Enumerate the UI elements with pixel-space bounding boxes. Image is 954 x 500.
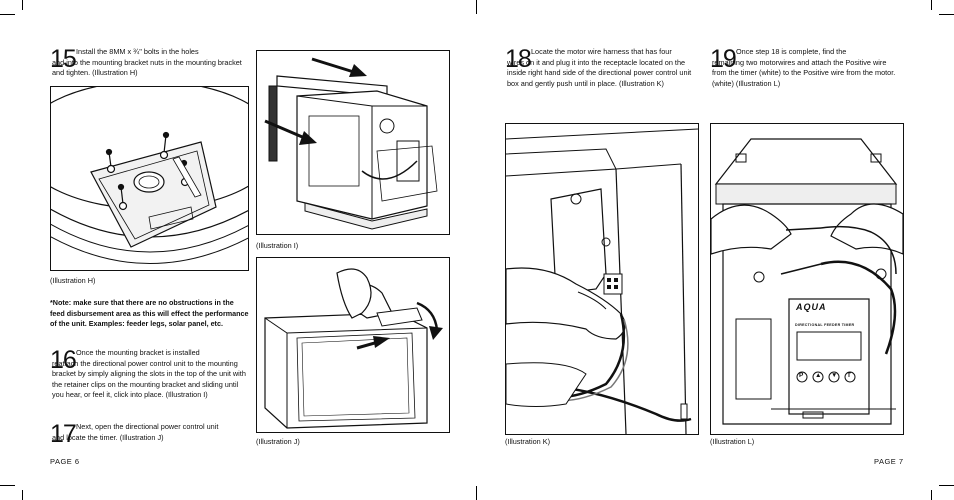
- illustration-h-caption: (Illustration H): [50, 276, 96, 285]
- illustration-k-caption: (Illustration K): [505, 437, 551, 446]
- step-body: remaining two motorwires and attach the …: [712, 57, 896, 88]
- step-16-text: Once the mounting bracket is installed r…: [52, 348, 247, 401]
- step-lead: Next, open the directional power control…: [76, 422, 219, 431]
- illustration-i: [256, 50, 450, 235]
- illustration-l-caption: (Illustration L): [710, 437, 755, 446]
- illustration-i-caption: (Illustration I): [256, 241, 299, 250]
- step-18-text: Locate the motor wire harness that has f…: [507, 47, 702, 89]
- step-17-text: Next, open the directional power control…: [52, 422, 252, 443]
- illustration-l: AQUA DIRECTIONAL FEEDER TIMER P ▲ ▼ T: [710, 123, 904, 435]
- illustration-j-caption: (Illustration J): [256, 437, 300, 446]
- crop-mark: [22, 0, 23, 10]
- timer-wiring-illustration: [711, 138, 903, 425]
- crop-mark: [0, 14, 15, 15]
- step-number: 16: [50, 346, 77, 374]
- step-number: 19: [710, 45, 737, 73]
- crop-mark: [939, 485, 954, 486]
- timer-time-button[interactable]: T: [847, 372, 851, 379]
- step-lead: Once step 18 is complete, find the: [736, 47, 847, 56]
- feeder-lid-illustration: [51, 87, 248, 264]
- timer-program-button[interactable]: P: [799, 372, 804, 379]
- crop-mark: [931, 490, 932, 500]
- step-body: and locate the timer. (Illustration J): [52, 432, 164, 442]
- open-control-unit-illustration: [264, 268, 443, 429]
- step-number: 18: [505, 45, 532, 73]
- step-number: 15: [50, 45, 77, 73]
- crop-mark: [939, 14, 954, 15]
- page-number-left: PAGE 6: [50, 457, 80, 466]
- illustration-h: [50, 86, 249, 271]
- control-unit-mounting-illustration: [264, 57, 438, 230]
- illustration-j: [256, 257, 450, 433]
- step-number: 17: [50, 420, 77, 448]
- timer-up-button[interactable]: ▲: [815, 372, 822, 379]
- step-lead: Locate the motor wire harness that has f…: [531, 47, 672, 56]
- step-lead: Install the 8MM x ¾" bolts in the holes: [76, 47, 199, 56]
- obstruction-note: *Note: make sure that there are no obstr…: [50, 298, 249, 328]
- timer-down-button[interactable]: ▼: [831, 372, 838, 379]
- step-19-text: Once step 18 is complete, find the remai…: [712, 47, 902, 89]
- step-body: wires on it and plug it into the recepta…: [507, 57, 692, 88]
- crop-mark: [931, 0, 932, 10]
- step-body: reattach the directional power control u…: [52, 358, 246, 400]
- crop-mark: [476, 486, 477, 500]
- crop-mark: [22, 490, 23, 500]
- wire-harness-illustration: [506, 128, 698, 434]
- timer-subtitle: DIRECTIONAL FEEDER TIMER: [795, 323, 855, 327]
- crop-mark: [476, 0, 477, 14]
- timer-brand: AQUA: [796, 302, 827, 312]
- step-body: and into the mounting bracket nuts in th…: [52, 57, 242, 78]
- crop-mark: [0, 485, 15, 486]
- illustration-k: [505, 123, 699, 435]
- step-lead: Once the mounting bracket is installed: [76, 348, 200, 357]
- step-15-text: Install the 8MM x ¾" bolts in the holes …: [52, 47, 242, 79]
- page-number-right: PAGE 7: [874, 457, 904, 466]
